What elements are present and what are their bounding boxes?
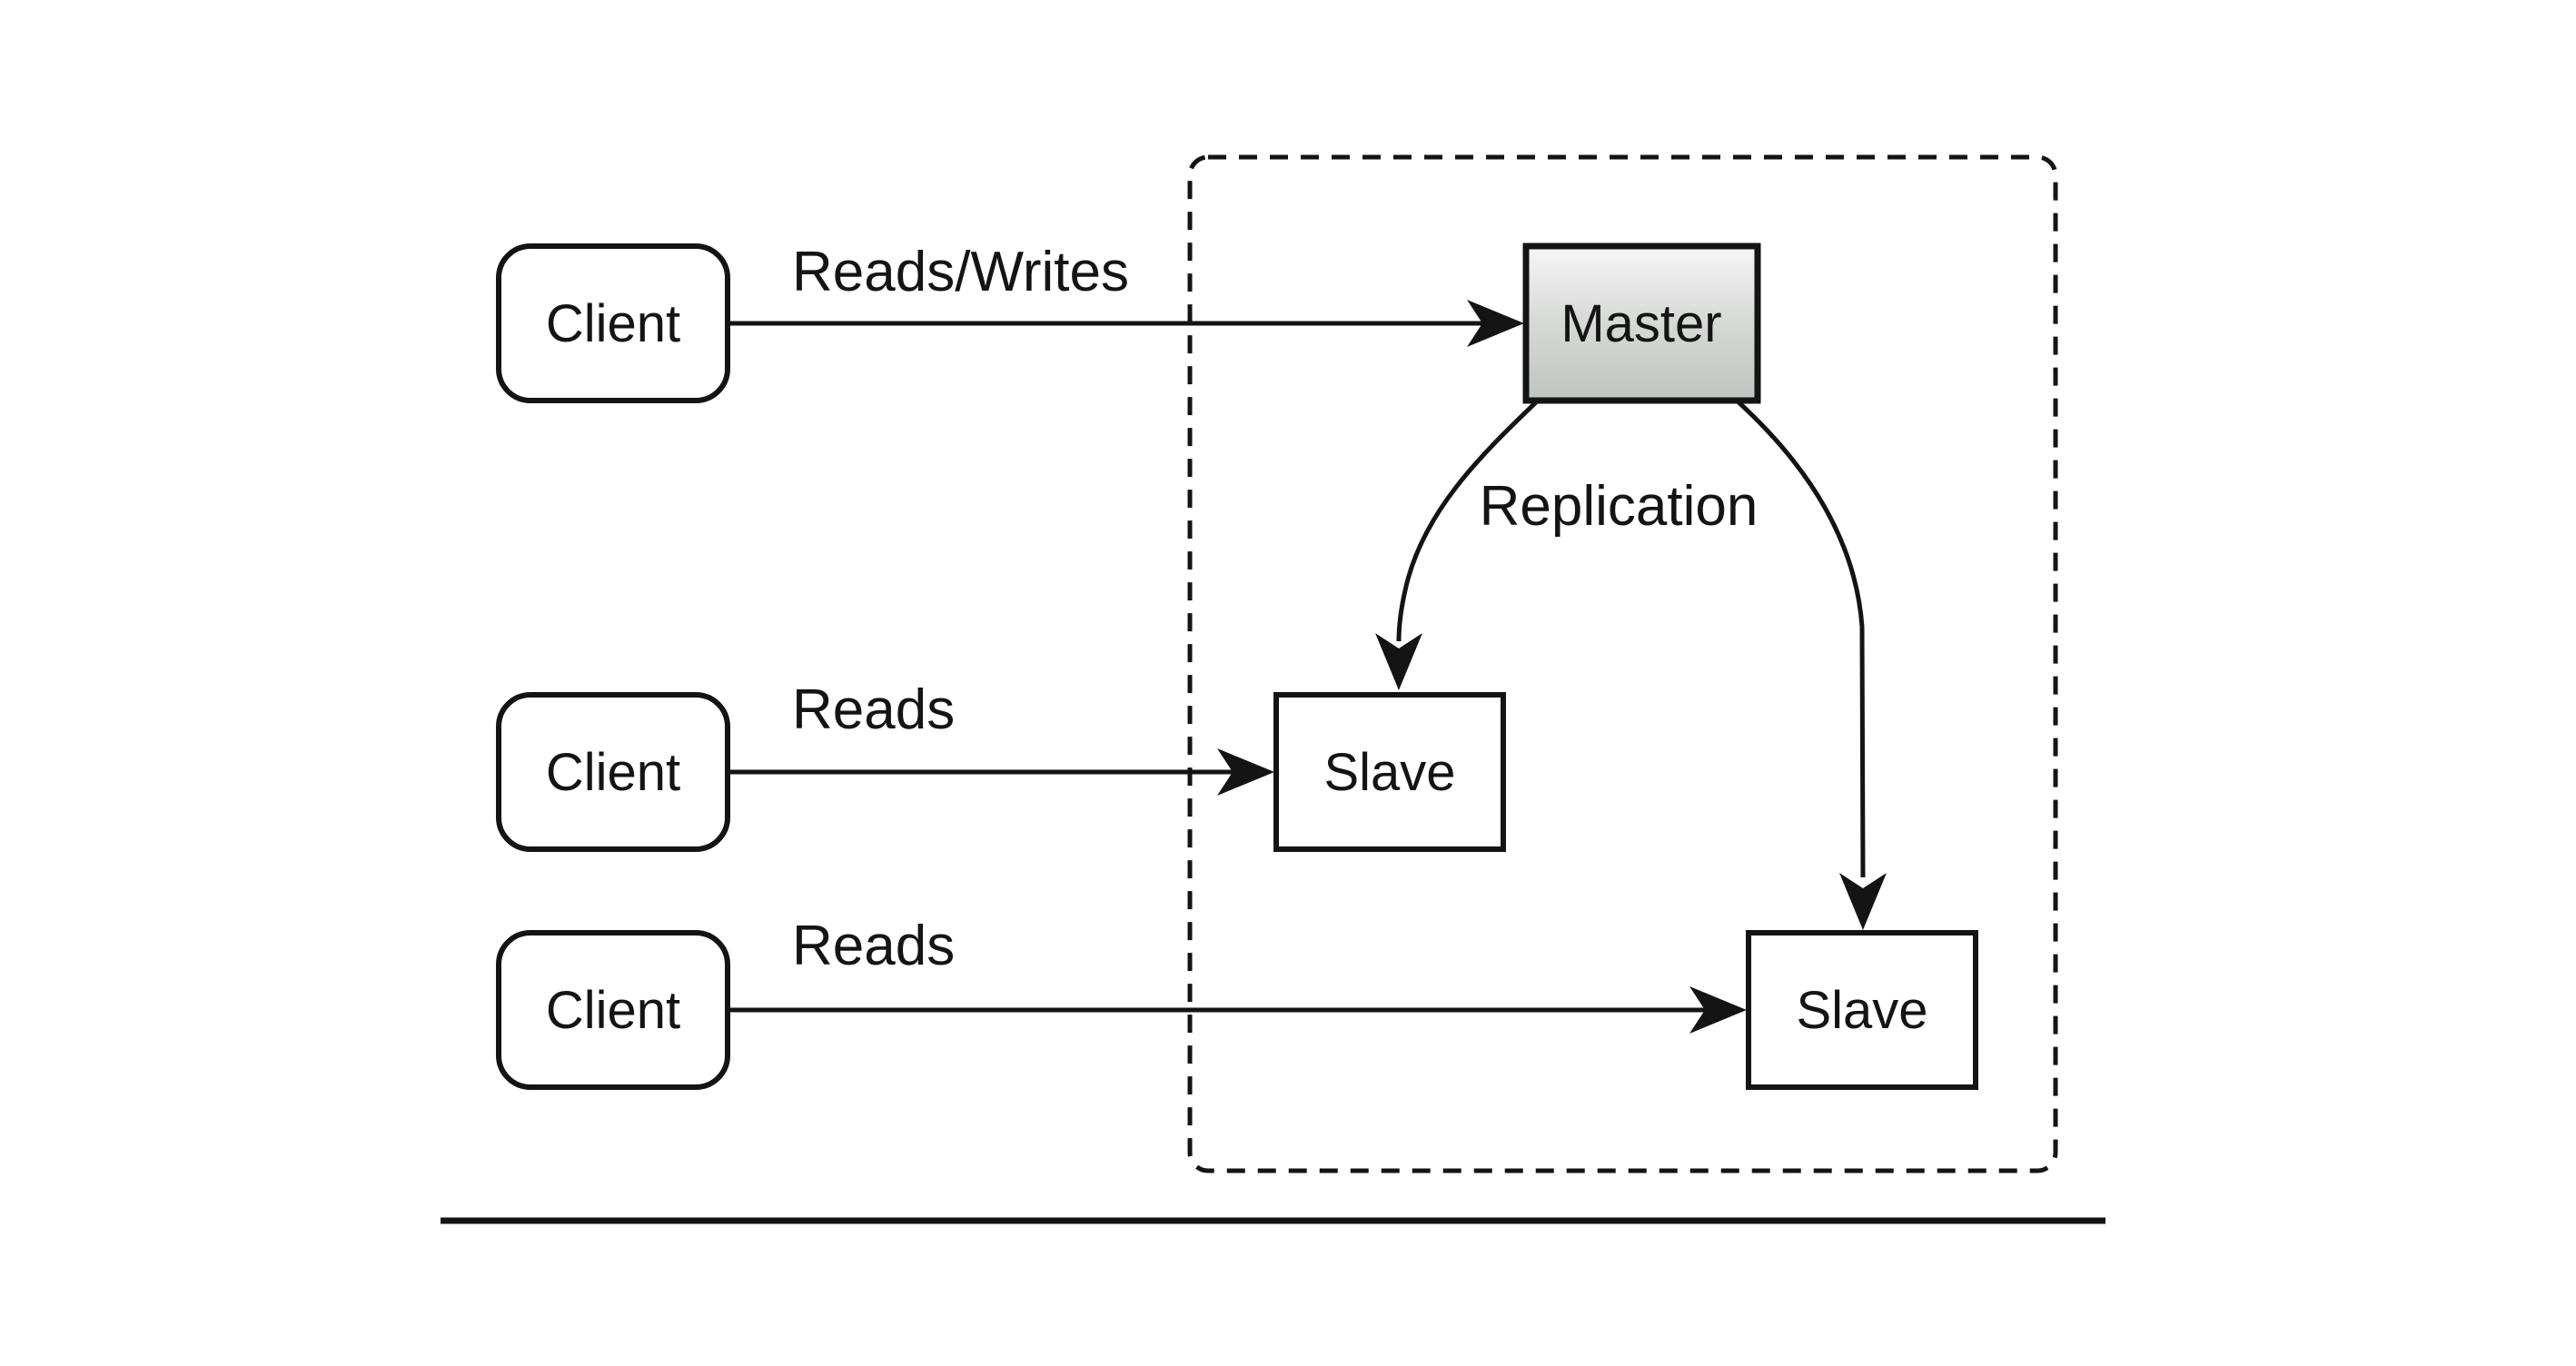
edge-label-reads-writes: Reads/Writes (792, 241, 1129, 303)
node-master-box (1522, 243, 1761, 404)
edge-reads-writes-arrowhead-icon (1467, 300, 1524, 347)
edge-label-replication: Replication (1480, 475, 1759, 538)
node-slave-1-box (1273, 692, 1506, 852)
replication-zone-dashed-border (1187, 154, 2058, 1173)
edge-replication-left-curve (1396, 399, 1540, 642)
edge-replication-left-arrowhead-icon (1375, 633, 1422, 690)
edge-replication-right-curve (1735, 399, 1866, 878)
node-client-3-box (496, 930, 730, 1090)
edge-label-reads-top: Reads (792, 678, 955, 741)
edge-reads-bottom-arrowhead-icon (1689, 986, 1747, 1034)
node-master-label: Master (1560, 294, 1721, 353)
node-slave-1-label: Slave (1323, 743, 1455, 802)
edge-label-reads-bottom: Reads (792, 915, 955, 977)
node-client-1-box (496, 243, 730, 403)
edge-reads-top-arrowhead-icon (1217, 748, 1274, 796)
node-client-1-label: Client (546, 294, 680, 353)
node-slave-2-label: Slave (1796, 981, 1927, 1040)
node-slave-2-box (1746, 930, 1978, 1090)
node-client-2-label: Client (546, 743, 680, 802)
node-client-3-label: Client (546, 981, 680, 1040)
node-client-2-box (496, 692, 730, 852)
edge-replication-right-arrowhead-icon (1839, 873, 1887, 930)
